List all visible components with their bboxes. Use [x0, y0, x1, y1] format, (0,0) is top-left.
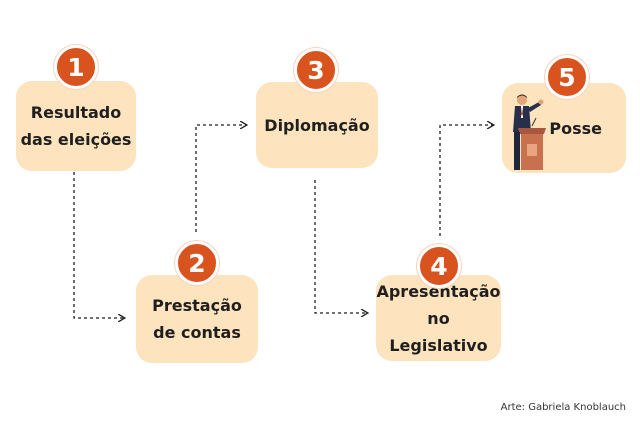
step-4-label: Apresentação no Legislativo — [376, 281, 501, 355]
step-3-box: Diplomação — [256, 82, 378, 168]
step-2-badge: 2 — [175, 241, 219, 285]
step-5-label: Posse — [549, 118, 602, 138]
arrow-4-to-5 — [439, 125, 493, 236]
speaker-at-podium-icon — [513, 94, 546, 170]
step-2-box: Prestação de contas — [136, 275, 258, 363]
step-1-box: Resultado das eleições — [16, 81, 136, 171]
step-2-label: Prestação de contas — [152, 296, 242, 342]
step-4-badge: 4 — [417, 244, 461, 288]
image-credit: Arte: Gabriela Knoblauch — [500, 402, 626, 413]
step-1-badge: 1 — [54, 45, 98, 89]
arrow-1-to-2 — [73, 172, 124, 318]
step-4-box: Apresentação no Legislativo — [376, 275, 501, 361]
step-3-badge: 3 — [294, 48, 338, 92]
step-3-label: Diplomação — [264, 115, 370, 135]
step-1-label: Resultado das eleições — [20, 103, 132, 149]
arrow-2-to-3 — [195, 125, 246, 232]
step-5-badge: 5 — [545, 55, 589, 99]
arrow-3-to-4 — [314, 180, 367, 313]
